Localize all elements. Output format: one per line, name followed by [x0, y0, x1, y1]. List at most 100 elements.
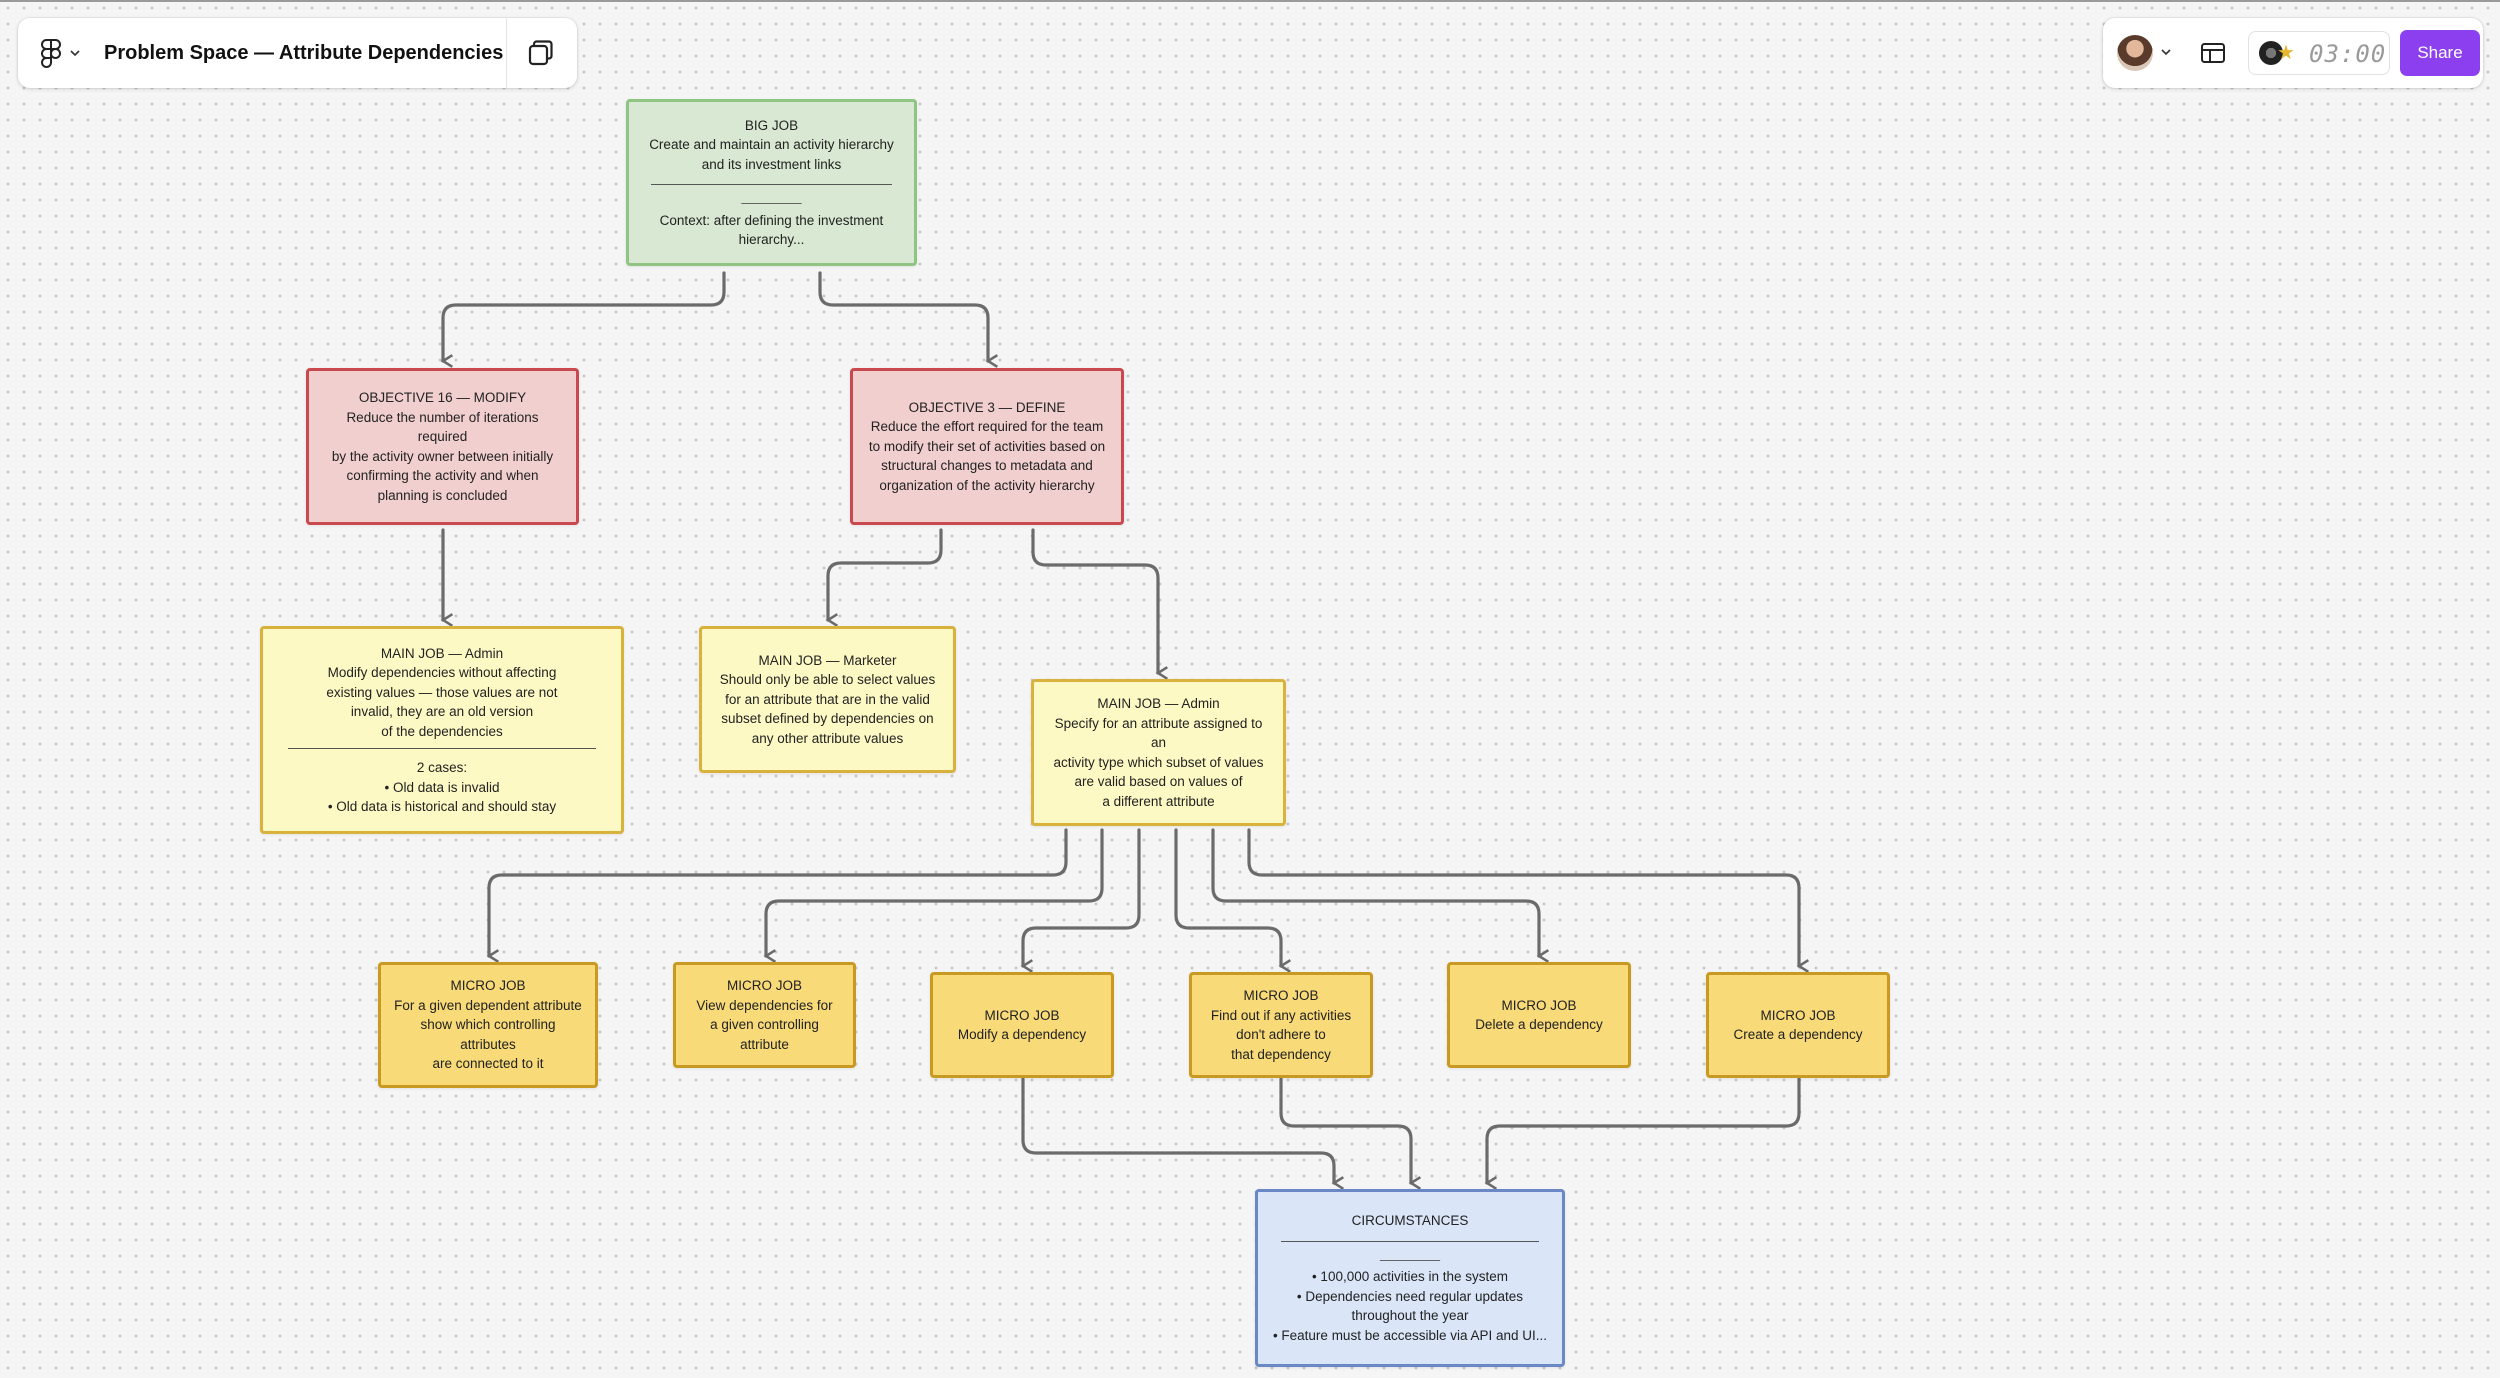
node-text: Find out if any activities: [1210, 1007, 1352, 1023]
connector-modify-circumstances[interactable]: [1021, 1077, 1334, 1183]
file-title[interactable]: Problem Space — Attribute Dependencies: [104, 42, 504, 64]
node-text: BIG JOB: [744, 117, 799, 133]
node-text: • 100,000 activities in the system: [1311, 1269, 1509, 1284]
node-text: Modify dependencies without affecting: [327, 665, 557, 680]
micro-job-create-dependency-node[interactable]: MICRO JOB Create a dependency: [1706, 972, 1890, 1078]
timer-widget[interactable]: ★ 03:00: [2248, 31, 2390, 75]
divider: [1281, 1240, 1539, 1242]
node-text: by the activity owner between initially: [331, 448, 554, 464]
node-text: Create and maintain an activity hierarch…: [649, 137, 894, 152]
node-text: CIRCUMSTANCES: [1351, 1213, 1469, 1228]
pages-icon: [528, 40, 553, 66]
chevron-down-icon: [70, 50, 80, 57]
node-text: a different attribute: [1102, 793, 1215, 809]
node-dash-text: ________: [741, 189, 802, 204]
file-toolbar: Problem Space — Attribute Dependencies: [18, 18, 577, 88]
main-job-marketer-node[interactable]: MAIN JOB — Marketer Should only be able …: [699, 626, 956, 773]
node-text: 2 cases:: [416, 760, 468, 775]
node-text: • Dependencies need regular updates: [1296, 1288, 1524, 1304]
node-text: activity type which subset of values: [1053, 754, 1264, 770]
connector-bigjob-objective3[interactable]: [818, 271, 988, 361]
node-text: for an attribute that are in the valid: [725, 691, 930, 707]
node-text: subset defined by dependencies on: [721, 711, 934, 727]
node-text: Create a dependency: [1733, 1027, 1863, 1042]
node-text: don't adhere to: [1236, 1027, 1326, 1042]
layout-button[interactable]: [2199, 39, 2227, 67]
chevron-down-icon[interactable]: [2161, 48, 2171, 56]
timer-readout: 03:00: [2309, 40, 2387, 68]
node-text: MICRO JOB: [1243, 988, 1319, 1003]
star-icon: ★: [2277, 42, 2295, 64]
figma-logo-icon: [41, 39, 61, 68]
node-text: invalid, they are an old version: [350, 704, 534, 719]
connector-bigjob-objective16[interactable]: [443, 271, 726, 361]
connector-specify-find[interactable]: [1174, 828, 1281, 966]
node-text: Reduce the effort required for the team: [870, 419, 1104, 435]
node-text: required: [417, 429, 468, 444]
connector-objective3-marketer[interactable]: [828, 528, 943, 620]
micro-job-view-dependencies-node[interactable]: MICRO JOB View dependencies for a given …: [673, 962, 856, 1068]
connector-specify-view[interactable]: [766, 828, 1104, 956]
node-text: are valid based on values of: [1074, 774, 1243, 789]
connector-specify-create[interactable]: [1247, 828, 1799, 966]
connector-specify-delete[interactable]: [1211, 828, 1539, 956]
node-text: MAIN JOB — Admin: [1097, 696, 1220, 711]
objective-16-node[interactable]: OBJECTIVE 16 — MODIFY Reduce the number …: [306, 368, 579, 525]
layout-icon: [2201, 43, 2225, 63]
pages-button[interactable]: [523, 36, 557, 70]
micro-job-show-controlling-node[interactable]: MICRO JOB For a given dependent attribut…: [378, 962, 598, 1088]
node-text: Context: after defining the investment: [659, 212, 884, 228]
node-text: MICRO JOB: [1501, 997, 1577, 1013]
micro-job-find-nonadherent-node[interactable]: MICRO JOB Find out if any activities don…: [1189, 972, 1373, 1078]
node-text: organization of the activity hierarchy: [879, 477, 1095, 493]
main-job-admin-specify-node[interactable]: MAIN JOB — Admin Specify for an attribut…: [1031, 679, 1286, 826]
node-text: MICRO JOB: [1760, 1007, 1836, 1023]
node-text: • Feature must be accessible via API and…: [1272, 1327, 1548, 1343]
divider: [288, 748, 596, 749]
node-text: Specify for an attribute assigned to: [1054, 715, 1263, 731]
connector-specify-show[interactable]: [489, 828, 1068, 956]
node-text: a given controlling: [710, 1017, 819, 1032]
node-text: any other attribute values: [751, 730, 904, 746]
node-text: structural changes to metadata and: [881, 458, 1093, 474]
node-text: are connected to it: [432, 1056, 544, 1072]
node-text: and its investment links: [701, 156, 842, 172]
node-text: confirming the activity and when: [346, 468, 539, 483]
main-menu-button[interactable]: [40, 36, 100, 70]
node-text: For a given dependent attribute: [394, 997, 582, 1013]
node-text: attributes: [460, 1036, 516, 1052]
connector-specify-modify[interactable]: [1023, 828, 1141, 966]
canvas-top-border: [0, 0, 2500, 2]
node-text: MICRO JOB: [450, 978, 526, 994]
connector-find-circumstances[interactable]: [1279, 1077, 1411, 1183]
node-text: Modify a dependency: [957, 1027, 1087, 1042]
node-text: hierarchy...: [738, 232, 805, 247]
node-text: Reduce the number of iterations: [346, 409, 539, 425]
timer-user-avatar: [2259, 41, 2283, 65]
main-job-admin-modify-node[interactable]: MAIN JOB — Admin Modify dependencies wit…: [260, 626, 624, 834]
big-job-node[interactable]: BIG JOB Create and maintain an activity …: [626, 99, 917, 266]
connector-objective3-mainadmin[interactable]: [1031, 528, 1158, 673]
node-text: throughout the year: [1351, 1308, 1469, 1323]
node-text: • Old data is invalid: [384, 779, 500, 795]
node-text: MAIN JOB — Marketer: [758, 652, 897, 668]
objective-3-node[interactable]: OBJECTIVE 3 — DEFINE Reduce the effort r…: [850, 368, 1124, 525]
circumstances-node[interactable]: CIRCUMSTANCES ________ • 100,000 activit…: [1255, 1189, 1565, 1367]
share-button[interactable]: Share: [2400, 30, 2480, 76]
node-text: OBJECTIVE 3 — DEFINE: [908, 399, 1066, 415]
user-avatar[interactable]: [2117, 35, 2153, 71]
connector-create-circumstances[interactable]: [1487, 1077, 1801, 1183]
node-text: planning is concluded: [377, 487, 508, 503]
node-text: MAIN JOB — Admin: [380, 645, 504, 661]
micro-job-delete-dependency-node[interactable]: MICRO JOB Delete a dependency: [1447, 962, 1631, 1068]
node-text: OBJECTIVE 16 — MODIFY: [358, 390, 527, 405]
node-text: • Old data is historical and should stay: [327, 799, 557, 814]
node-text: existing values — those values are not: [326, 684, 558, 700]
node-text: to modify their set of activities based …: [868, 438, 1106, 454]
node-text: MICRO JOB: [984, 1007, 1060, 1023]
node-text: show which controlling: [420, 1017, 556, 1033]
node-text: attribute: [740, 1036, 789, 1052]
node-text: MICRO JOB: [726, 978, 802, 993]
micro-job-modify-dependency-node[interactable]: MICRO JOB Modify a dependency: [930, 972, 1114, 1078]
